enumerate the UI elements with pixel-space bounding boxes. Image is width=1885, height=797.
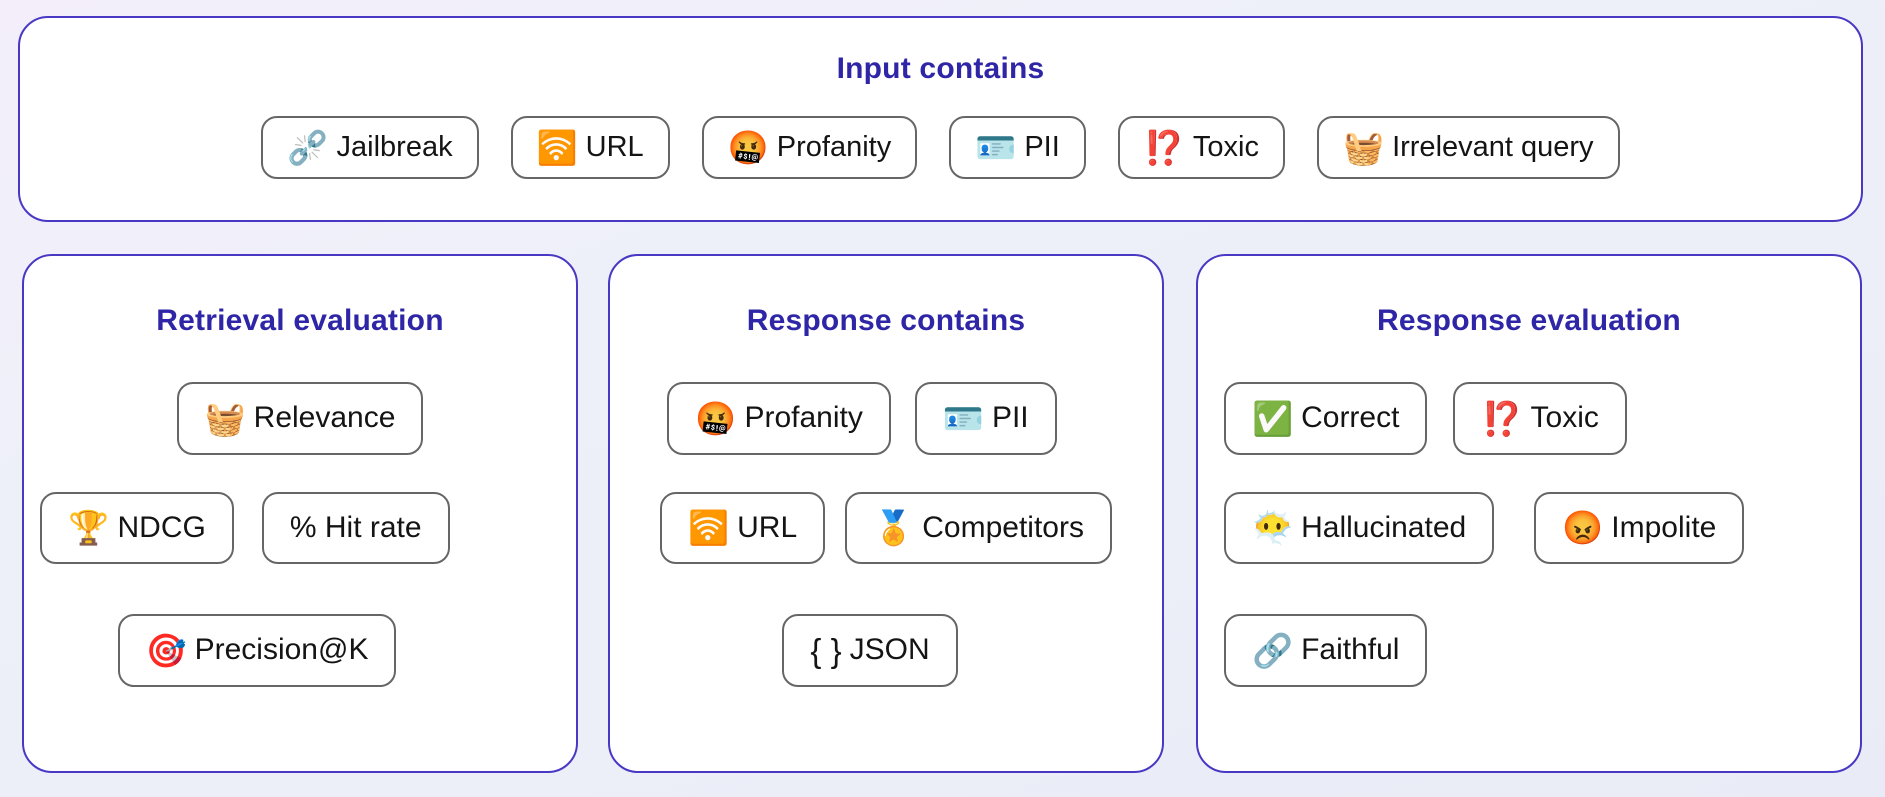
chip-label: PII xyxy=(991,401,1029,434)
panel-retrieval-evaluation: Retrieval evaluation 🧺Relevance 🏆NDCG % … xyxy=(22,254,578,773)
chip-irrelevant-query: 🧺Irrelevant query xyxy=(1316,116,1620,180)
chip-toxic: ⁉️Toxic xyxy=(1453,382,1627,455)
id-card-icon: 🪪 xyxy=(942,399,984,437)
panel-title-input-contains: Input contains xyxy=(836,52,1045,85)
dart-target-icon: 🎯 xyxy=(145,631,187,669)
chip-row: 🛜URL 🏅Competitors xyxy=(610,491,1162,564)
chip-label: Jailbreak xyxy=(336,131,453,163)
wireless-icon: 🛜 xyxy=(688,509,730,547)
chip-label: Profanity xyxy=(744,401,863,434)
chip-label: Competitors xyxy=(922,510,1084,544)
check-mark-icon: ✅ xyxy=(1252,399,1294,437)
chip-correct: ✅Correct xyxy=(1224,382,1428,455)
chip-row: 🔗Faithful xyxy=(1198,614,1860,687)
chip-relevance: 🧺Relevance xyxy=(176,382,424,455)
chip-row: 🏆NDCG % Hit rate xyxy=(0,491,521,564)
sports-medal-icon: 🏅 xyxy=(873,509,915,547)
chip-label: NDCG xyxy=(117,510,206,544)
chip-pii: 🪪PII xyxy=(949,116,1086,180)
chip-label: URL xyxy=(585,131,644,163)
chip-label: PII xyxy=(1024,131,1060,163)
chip-label: Toxic xyxy=(1192,131,1259,163)
chip-row: 🎯Precision@K xyxy=(0,614,533,687)
angry-face-icon: 😡 xyxy=(1562,509,1604,547)
chip-row: { }JSON xyxy=(594,614,1146,687)
chip-label: Toxic xyxy=(1530,401,1599,434)
chip-label: Hallucinated xyxy=(1301,510,1467,544)
chip-hit-rate: % Hit rate xyxy=(261,491,450,564)
chip-url: 🛜URL xyxy=(510,116,670,180)
trophy-icon: 🏆 xyxy=(68,509,110,547)
chip-row: 🤬Profanity 🪪PII xyxy=(586,382,1138,455)
chip-label: Faithful xyxy=(1301,633,1400,666)
chip-label: Relevance xyxy=(253,401,396,434)
curly-braces-icon: { } xyxy=(810,631,842,669)
cursing-face-icon: 🤬 xyxy=(695,399,737,437)
cursing-face-icon: 🤬 xyxy=(727,129,769,167)
chip-jailbreak: ⛓️‍💥Jailbreak xyxy=(261,116,479,180)
face-in-clouds-icon: 😶‍🌫️ xyxy=(1252,509,1294,547)
chip-json: { }JSON xyxy=(782,614,958,687)
chip-impolite: 😡Impolite xyxy=(1534,491,1745,564)
chip-label: Irrelevant query xyxy=(1392,131,1594,163)
chip-label: JSON xyxy=(849,633,930,666)
exclamation-question-icon: ⁉️ xyxy=(1143,129,1185,167)
chip-pii: 🪪PII xyxy=(914,382,1057,455)
chip-toxic: ⁉️Toxic xyxy=(1117,116,1285,180)
chip-faithful: 🔗Faithful xyxy=(1224,614,1428,687)
exclamation-question-icon: ⁉️ xyxy=(1481,399,1523,437)
chip-ndcg: 🏆NDCG xyxy=(40,491,234,564)
panel-response-evaluation: Response evaluation ✅Correct ⁉️Toxic 😶‍🌫… xyxy=(1196,254,1862,773)
panel-title-response-evaluation: Response evaluation xyxy=(1377,304,1681,337)
chip-precision-at-k: 🎯Precision@K xyxy=(117,614,397,687)
chip-label: Profanity xyxy=(776,131,892,163)
chip-row: 😶‍🌫️Hallucinated 😡Impolite xyxy=(1198,491,1860,564)
chip-profanity: 🤬Profanity xyxy=(701,116,918,180)
panel-title-response-contains: Response contains xyxy=(746,304,1026,337)
chip-competitors: 🏅Competitors xyxy=(845,491,1112,564)
chip-row-input: ⛓️‍💥Jailbreak 🛜URL 🤬Profanity 🪪PII ⁉️Tox… xyxy=(20,116,1861,180)
chip-profanity: 🤬Profanity xyxy=(667,382,891,455)
chip-row: 🧺Relevance xyxy=(24,382,576,455)
chip-url: 🛜URL xyxy=(660,491,826,564)
panel-response-contains: Response contains 🤬Profanity 🪪PII 🛜URL 🏅… xyxy=(608,254,1164,773)
id-card-icon: 🪪 xyxy=(975,129,1017,167)
chip-label: Impolite xyxy=(1611,510,1717,544)
chip-row: ✅Correct ⁉️Toxic xyxy=(1198,382,1860,455)
chip-label: URL xyxy=(737,510,798,544)
broken-chain-icon: ⛓️‍💥 xyxy=(287,129,329,167)
basket-icon: 🧺 xyxy=(204,399,246,437)
panel-title-retrieval-evaluation: Retrieval evaluation xyxy=(156,304,444,337)
panel-input-contains: Input contains ⛓️‍💥Jailbreak 🛜URL 🤬Profa… xyxy=(18,16,1863,222)
chip-label: Correct xyxy=(1301,401,1400,434)
basket-icon: 🧺 xyxy=(1342,129,1385,167)
chip-label: % Hit rate xyxy=(289,510,422,544)
link-icon: 🔗 xyxy=(1252,631,1294,669)
wireless-icon: 🛜 xyxy=(536,129,578,167)
chip-hallucinated: 😶‍🌫️Hallucinated xyxy=(1224,491,1495,564)
chip-label: Precision@K xyxy=(194,633,369,666)
